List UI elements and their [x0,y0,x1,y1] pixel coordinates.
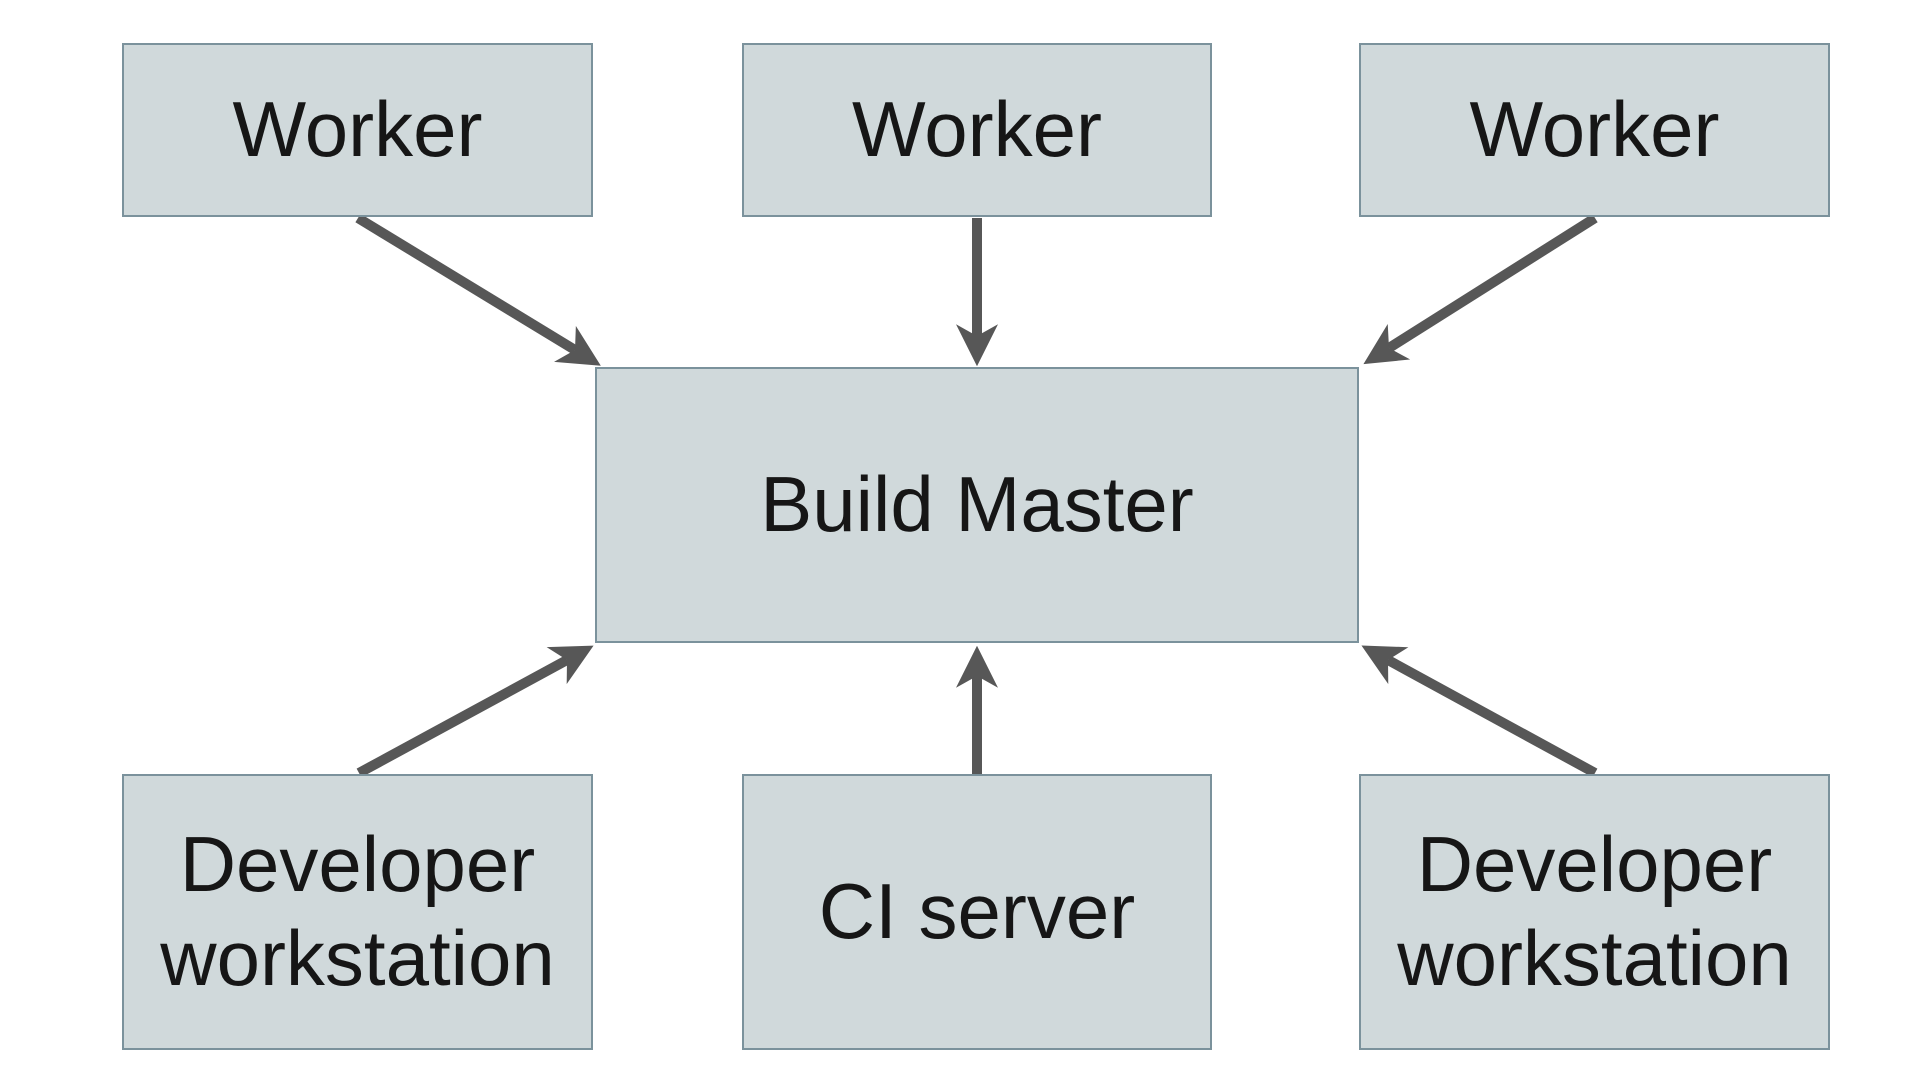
node-developer-workstation-1-label: Developer workstation [160,820,555,1002]
node-worker-2: Worker [742,43,1212,217]
edge-worker-3-to-build-master [1363,213,1598,365]
node-worker-1-label: Worker [232,85,483,174]
node-build-master-label: Build Master [760,460,1194,549]
node-developer-workstation-2-label: Developer workstation [1397,820,1792,1002]
node-worker-3-label: Worker [1469,85,1720,174]
edge-worker-1-to-build-master [355,213,601,366]
node-worker-3: Worker [1359,43,1830,217]
edge-developer-workstation-2-to-build-master [1361,645,1598,778]
node-build-master: Build Master [595,367,1359,643]
node-worker-2-label: Worker [852,85,1102,174]
node-worker-1: Worker [122,43,593,217]
node-ci-server-label: CI server [818,867,1136,956]
node-developer-workstation-1: Developer workstation [122,774,593,1050]
edge-developer-workstation-1-to-build-master [356,645,594,778]
node-developer-workstation-2: Developer workstation [1359,774,1830,1050]
node-ci-server: CI server [742,774,1212,1050]
